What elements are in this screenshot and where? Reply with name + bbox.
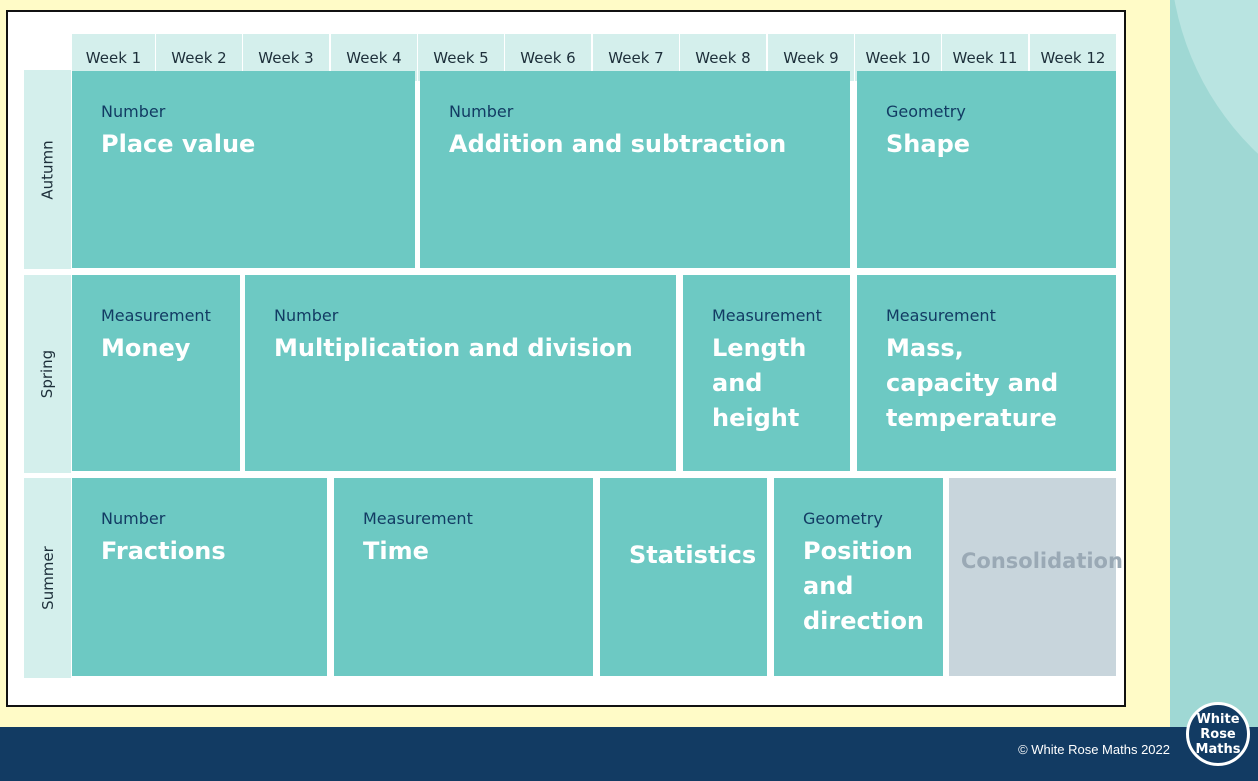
block-topic: Money [101,334,191,362]
block-addition-subtraction[interactable]: Number Addition and subtraction [420,71,850,268]
block-time[interactable]: Measurement Time [334,478,593,676]
block-topic-line: Position [803,537,913,565]
block-topic-line: Mass, [886,334,964,362]
decorative-side-panel [1170,0,1258,727]
block-place-value[interactable]: Number Place value [72,71,415,268]
block-multiplication-division[interactable]: Number Multiplication and division [245,275,676,471]
block-topic: Place value [101,130,256,158]
block-category: Number [449,102,514,121]
term-label-autumn: Autumn [38,139,57,200]
block-topic: Multiplication and division [274,334,633,362]
decorative-swoosh [1170,0,1258,230]
block-shape[interactable]: Geometry Shape [857,71,1116,268]
block-topic-line: height [712,404,800,432]
block-topic: Fractions [101,537,226,565]
block-category: Number [274,306,339,325]
block-category: Measurement [101,306,211,325]
block-length-height[interactable]: Measurement Length and height [683,275,850,471]
footer-bar: © White Rose Maths 2022 [0,727,1258,781]
term-summer: Summer [24,478,71,678]
block-topic: Addition and subtraction [449,130,787,158]
block-category: Measurement [712,306,822,325]
logo-line: Maths [1195,741,1241,757]
block-mass-capacity-temperature[interactable]: Measurement Mass, capacity and temperatu… [857,275,1116,471]
block-position-direction[interactable]: Geometry Position and direction [774,478,943,676]
block-category: Geometry [886,102,966,121]
term-label-summer: Summer [38,546,57,610]
block-topic: Time [363,537,429,565]
block-category: Measurement [886,306,996,325]
block-money[interactable]: Measurement Money [72,275,240,471]
block-statistics[interactable]: Statistics [600,478,767,676]
block-topic: Statistics [629,541,757,569]
block-topic-line: Length [712,334,807,362]
block-topic-line: and [803,572,854,600]
logo-line: White [1196,711,1240,727]
block-category: Number [101,509,166,528]
copyright-text: © White Rose Maths 2022 [1018,742,1170,757]
block-fractions[interactable]: Number Fractions [72,478,327,676]
scheme-of-learning-grid: Week 1 Week 2 Week 3 Week 4 Week 5 Week … [6,10,1126,707]
block-topic: Consolidation [961,549,1123,573]
term-spring: Spring [24,275,71,473]
block-category: Geometry [803,509,883,528]
block-topic-line: temperature [886,404,1057,432]
logo-line: Rose [1200,726,1236,742]
block-topic-line: capacity and [886,369,1059,397]
block-category: Measurement [363,509,473,528]
block-category: Number [101,102,166,121]
block-topic: Shape [886,130,971,158]
term-label-spring: Spring [38,349,57,399]
block-topic-line: direction [803,607,925,635]
block-consolidation[interactable]: Consolidation [949,478,1123,676]
block-topic-line: and [712,369,763,397]
term-autumn: Autumn [24,70,71,269]
white-rose-maths-logo: White Rose Maths [1186,702,1250,766]
